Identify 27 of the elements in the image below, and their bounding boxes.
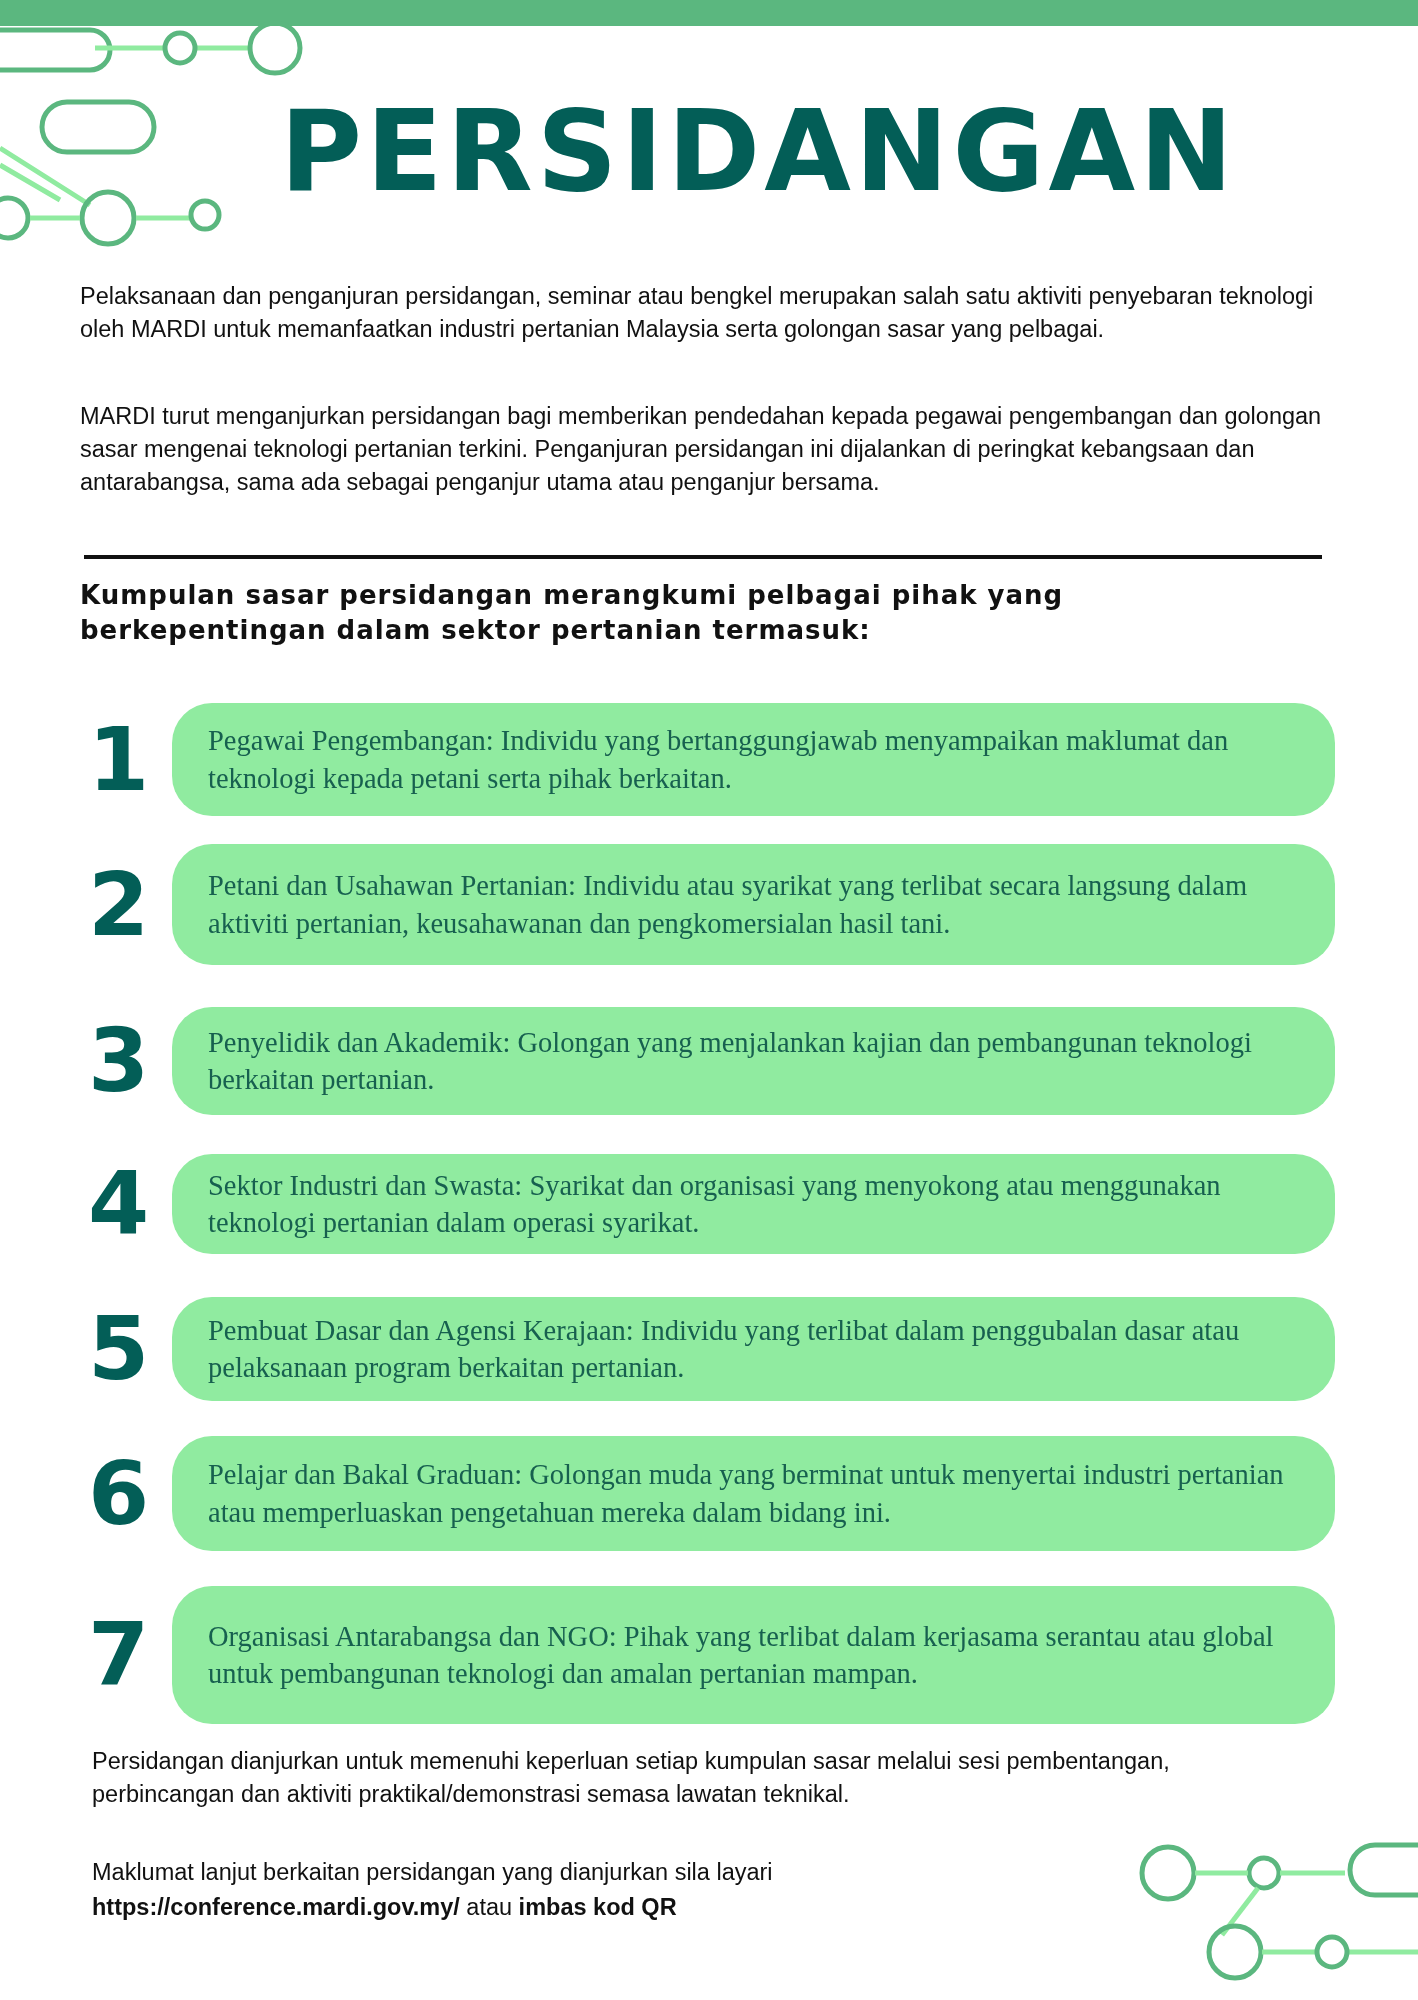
card-text: Sektor Industri dan Swasta: Syarikat dan organisasi yang menyokong atau menggunakan teknologi pertanian dalam operasi syarikat.: [208, 1168, 1222, 1240]
audience-card: [172, 1586, 1335, 1724]
step-number: 7: [88, 1611, 150, 1699]
audience-card: [172, 1436, 1335, 1551]
step-number: 1: [88, 715, 150, 804]
info-text: Maklumat lanjut berkaitan persidangan yang dianjurkan sila layari https://conference.mardi.gov.my/ atau imbas kod QR: [92, 1858, 774, 1923]
card-text: Pembuat Dasar dan Agensi Kerajaan: Individu yang terlibat dalam penggubalan dasar atau pelaksanaan program berkaitan pertanian.: [208, 1313, 1241, 1385]
card-text: Petani dan Usahawan Pertanian: Individu atau syarikat yang terlibat secara langsung dalam aktiviti pertanian, keusahawanan dan pengkomersialan hasil tani.: [208, 869, 1249, 941]
audience-card: [172, 703, 1335, 816]
step-number: 3: [88, 1017, 150, 1105]
step-number: 2: [88, 860, 150, 949]
card-text: Pelajar dan Bakal Graduan: Golongan muda yang berminat untuk menyertai industri pertanian atau memperluaskan pengetahuan mereka dalam bidang ini.: [208, 1458, 1285, 1530]
step-number: 4: [88, 1160, 150, 1248]
page-title: PERSIDANGAN: [280, 90, 1237, 214]
card-text: Pegawai Pengembangan: Individu yang bertanggungjawab menyampaikan maklumat dan teknologi kepada petani serta pihak berkaitan.: [208, 724, 1230, 796]
card-text: Organisasi Antarabangsa dan NGO: Pihak yang terlibat dalam kerjasama serantau atau global untuk pembangunan teknologi dan amalan pertanian mampan.: [208, 1619, 1275, 1691]
step-number: 5: [88, 1305, 150, 1393]
step-number: 6: [88, 1449, 150, 1538]
audience-card: [172, 844, 1335, 965]
closing-paragraph: Persidangan dianjurkan untuk memenuhi keperluan setiap kumpulan sasar melalui sesi pembentangan, perbincangan dan aktiviti praktikal/demonstrasi semasa lawatan teknikal.: [92, 1747, 1171, 1809]
card-text: Penyelidik dan Akademik: Golongan yang menjalankan kajian dan pembangunan teknologi berkaitan pertanian.: [208, 1025, 1253, 1097]
intro-paragraph: MARDI turut menganjurkan persidangan bagi memberikan pendedahan kepada pegawai pengembangan dan golongan sasar mengenai teknologi pertanian terkini. Penganjuran persidangan ini dijalankan di peringkat kebangsaan dan antarabangsa, sama ada sebagai penganjur utama atau penganjur bersama.: [80, 402, 1323, 497]
audience-card: [172, 1007, 1335, 1115]
audience-card: [172, 1297, 1335, 1401]
section-heading: Kumpulan sasar persidangan merangkumi pelbagai pihak yang berkepentingan dalam sektor pertanian termasuk:: [80, 579, 1065, 648]
audience-card: [172, 1154, 1335, 1254]
intro-paragraph: Pelaksanaan dan penganjuran persidangan, seminar atau bengkel merupakan salah satu aktiviti penyebaran teknologi oleh MARDI untuk memanfaatkan industri pertanian Malaysia serta golongan sasar yang pelbagai.: [80, 282, 1315, 344]
